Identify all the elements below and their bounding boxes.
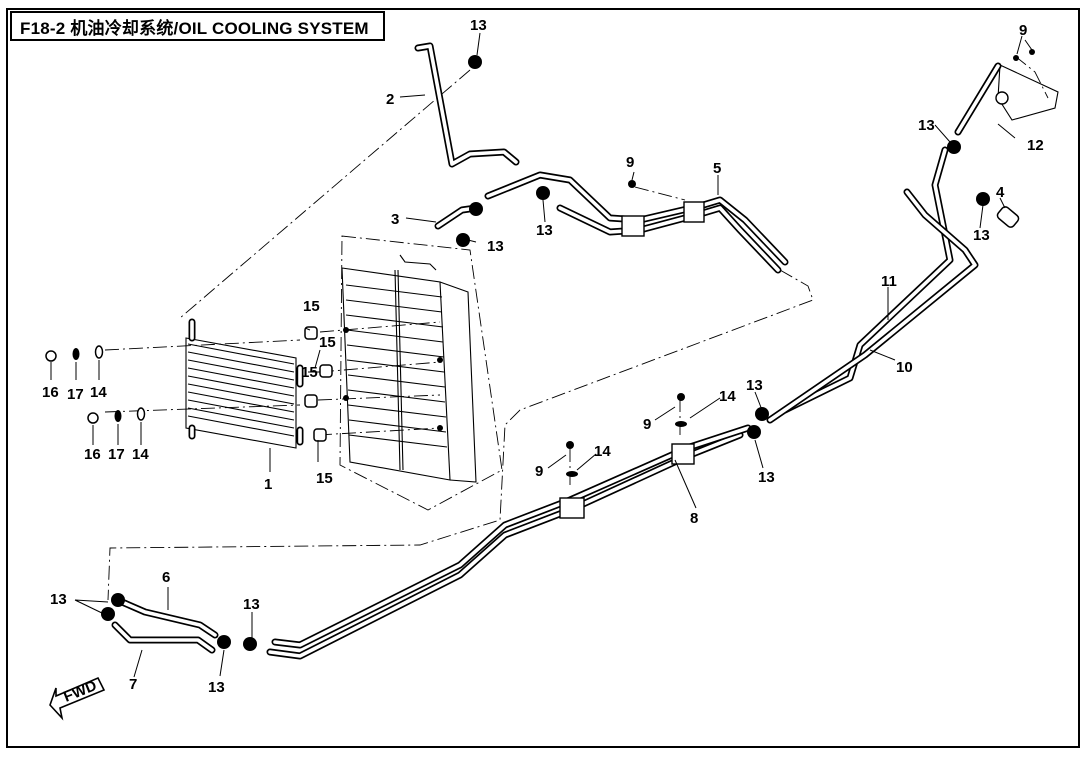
callout-9-a: 9 — [626, 154, 634, 171]
callout-16-b: 16 — [84, 446, 101, 463]
callout-15-c: 15 — [301, 364, 318, 381]
bolts-and-washers — [566, 49, 1035, 477]
callout-14-d: 14 — [594, 443, 611, 460]
callout-9-d: 9 — [1019, 22, 1027, 39]
callout-15-a: 15 — [303, 298, 320, 315]
callout-2: 2 — [386, 91, 394, 108]
callout-labels: 1 2 3 4 5 6 7 8 9 9 9 9 10 11 12 13 13 1… — [42, 17, 1044, 696]
callout-15-b: 15 — [319, 334, 336, 351]
callout-4: 4 — [996, 184, 1005, 201]
callout-8: 8 — [690, 510, 698, 527]
callout-13-d: 13 — [918, 117, 935, 134]
callout-15-d: 15 — [316, 470, 333, 487]
callout-14-a: 14 — [90, 384, 107, 401]
cooler-fasteners — [45, 326, 333, 442]
callout-17-b: 17 — [108, 446, 125, 463]
callout-13-g: 13 — [758, 469, 775, 486]
callout-6: 6 — [162, 569, 170, 586]
callout-13-j: 13 — [208, 679, 225, 696]
callout-13-c: 13 — [536, 222, 553, 239]
callout-12: 12 — [1027, 137, 1044, 154]
callout-13-h: 13 — [50, 591, 67, 608]
callout-10: 10 — [896, 359, 913, 376]
radiator — [339, 235, 503, 511]
callout-3: 3 — [391, 211, 399, 228]
assembly-guide-lines — [104, 55, 1049, 601]
leader-lines — [50, 32, 1033, 678]
callout-5: 5 — [713, 160, 721, 177]
page-title: F18-2 机油冷却系统/OIL COOLING SYSTEM — [20, 18, 369, 38]
callout-13-e: 13 — [973, 227, 990, 244]
oil-cooler — [185, 318, 304, 449]
callout-9-b: 9 — [643, 416, 651, 433]
callout-11: 11 — [881, 273, 897, 290]
callout-13-f: 13 — [746, 377, 763, 394]
hose-clamps — [101, 55, 990, 651]
callout-9-c: 9 — [535, 463, 543, 480]
callout-1: 1 — [264, 476, 272, 493]
callout-13-b: 13 — [487, 238, 504, 255]
front-direction-arrow-icon: FWD — [49, 676, 106, 721]
callout-14-c: 14 — [719, 388, 736, 405]
callout-14-b: 14 — [132, 446, 149, 463]
callout-16-a: 16 — [42, 384, 59, 401]
callout-13-i: 13 — [243, 596, 260, 613]
title-box: F18-2 机油冷却系统/OIL COOLING SYSTEM — [10, 11, 385, 41]
oil-pipes — [111, 42, 1059, 660]
callout-7: 7 — [129, 676, 137, 693]
front-direction-label: FWD — [61, 677, 99, 706]
callout-17-a: 17 — [67, 386, 84, 403]
callout-13-a: 13 — [470, 17, 487, 34]
